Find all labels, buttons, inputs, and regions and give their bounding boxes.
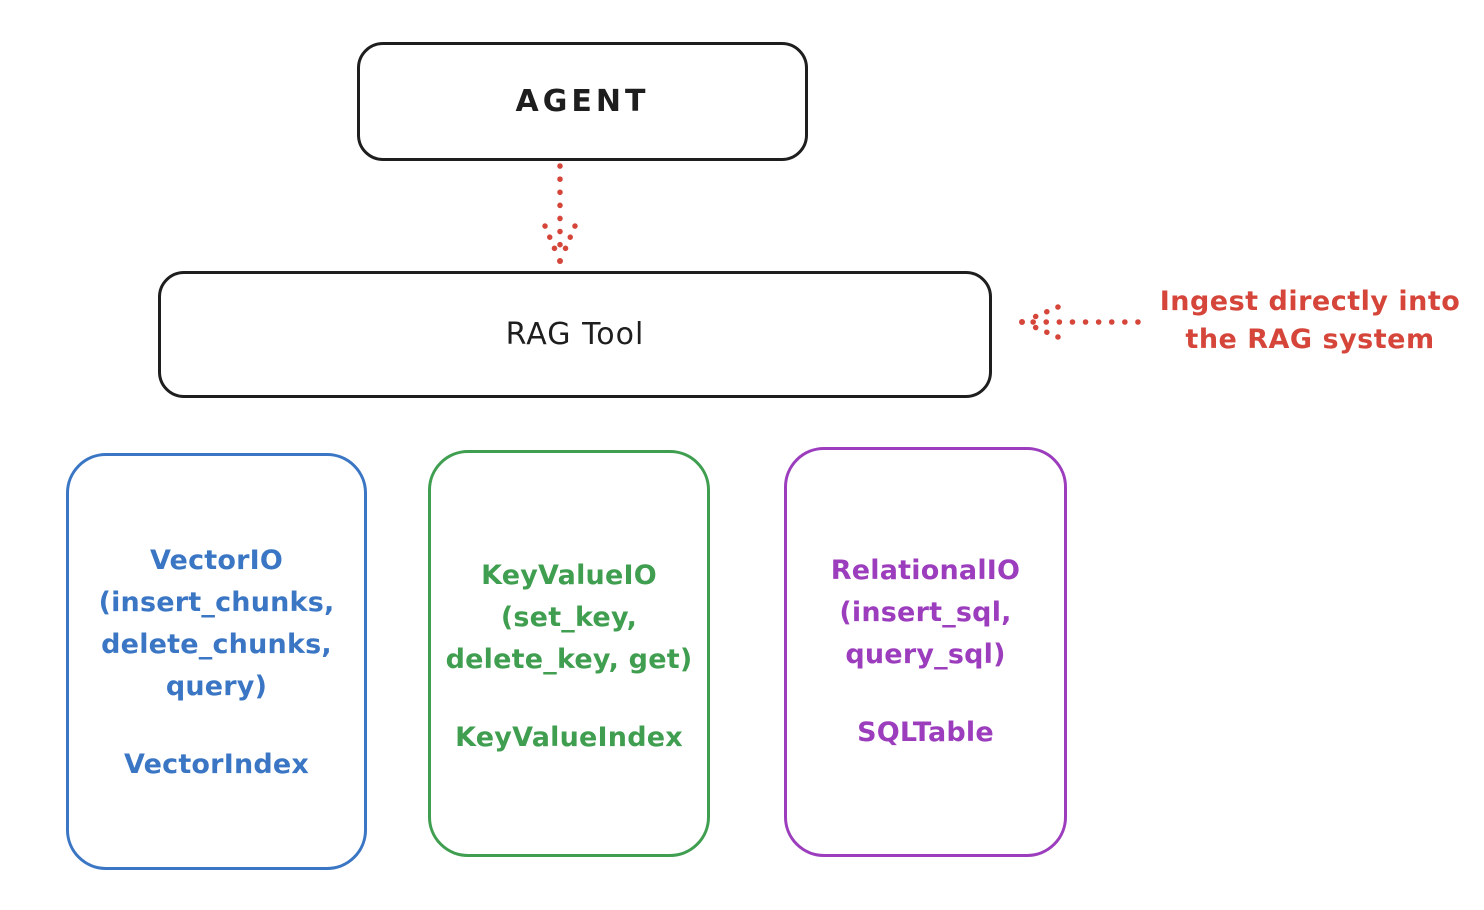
backend-method-line: delete_key, get) [445,644,693,675]
rag-tool-label: RAG Tool [505,317,645,352]
backend-method-line: query) [165,671,268,702]
backend-method-line: delete_chunks, [101,629,332,660]
backend-index-label: VectorIndex [123,749,310,780]
backend-title: RelationalIO [830,555,1021,586]
backend-index-label: SQLTable [857,717,994,748]
dotted-down-arrow-icon [542,163,578,264]
dotted-left-arrow-icon [1019,304,1141,340]
backend-title: KeyValueIO [481,560,657,591]
backend-title: VectorIO [149,545,284,576]
ingest-annotation: Ingest directly into the RAG system [1136,283,1484,359]
backend-index-label: KeyValueIndex [455,722,683,753]
agent-label: AGENT [515,84,650,119]
ingest-annotation-line-1: Ingest directly into [1159,286,1461,317]
agent-node: AGENT [357,42,808,161]
backend-method-line: (set_key, [500,602,638,633]
rag-tool-node: RAG Tool [158,271,992,398]
backend-method-line: query_sql) [845,639,1006,670]
ingest-annotation-line-2: the RAG system [1185,324,1435,355]
backend-card-relational-io: RelationalIO (insert_sql, query_sql) SQL… [784,447,1067,857]
backend-method-line: (insert_chunks, [98,587,335,618]
backend-card-key-value-io: KeyValueIO (set_key, delete_key, get) Ke… [428,450,710,857]
backend-method-line: (insert_sql, [839,597,1012,628]
backend-card-vector-io: VectorIO (insert_chunks, delete_chunks, … [66,453,367,870]
